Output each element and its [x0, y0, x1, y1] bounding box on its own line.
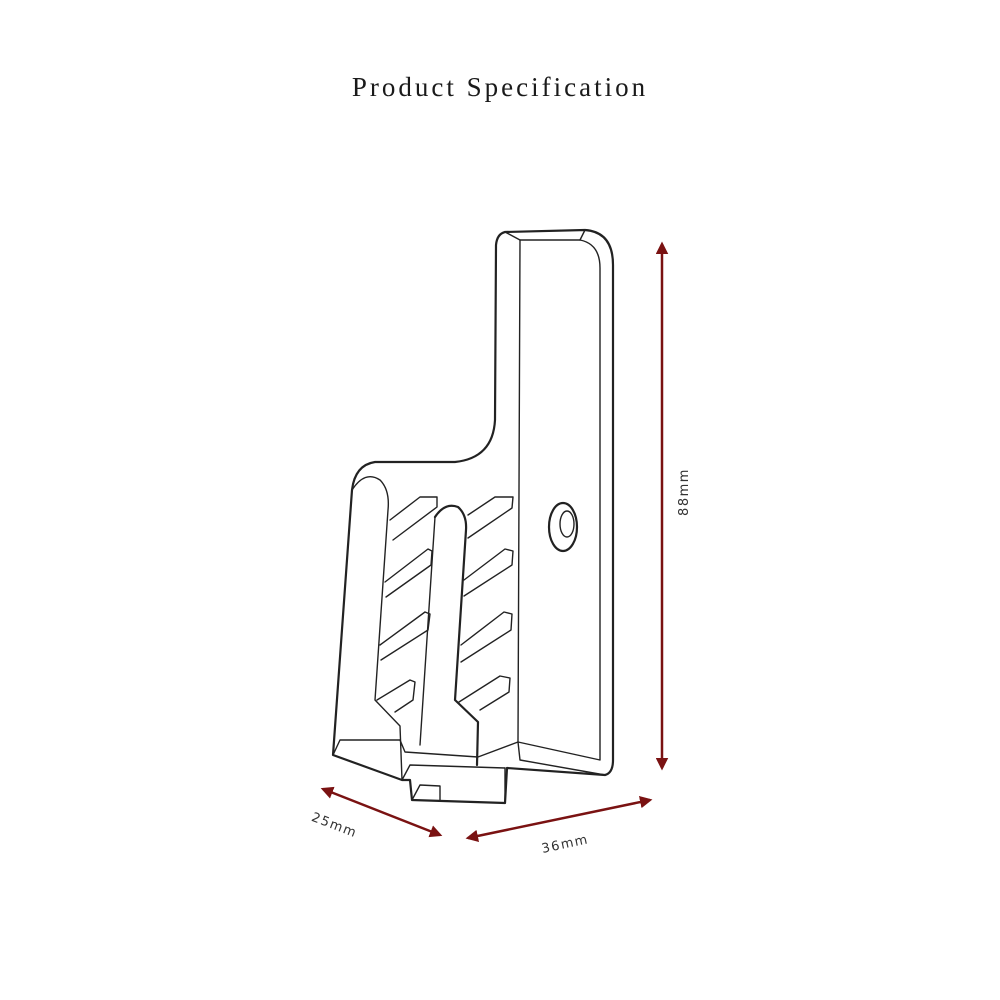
depth-label: 25mm [309, 810, 359, 841]
height-dimension: 88mm [655, 241, 692, 771]
height-label: 88mm [677, 468, 692, 516]
depth-dimension: 25mm [309, 786, 443, 841]
page-title: Product Specification [351, 72, 649, 102]
holder-outline [331, 228, 615, 805]
width-dimension: 36mm [465, 795, 653, 857]
width-label: 36mm [540, 832, 590, 857]
